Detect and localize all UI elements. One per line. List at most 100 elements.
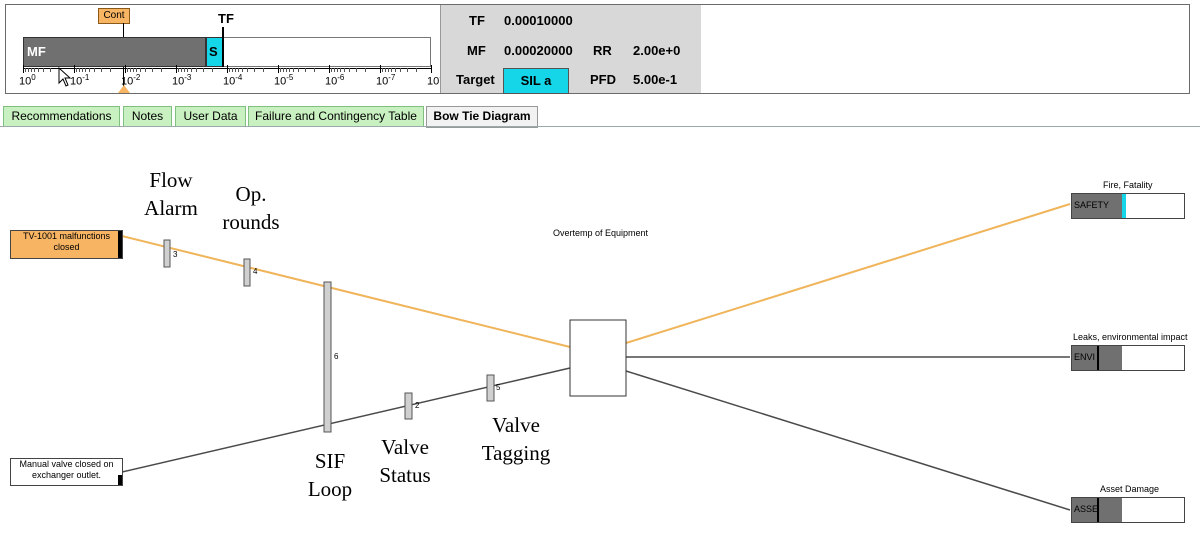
scale-minor-tick [160, 68, 162, 72]
scale-tick-label: 10-7 [376, 73, 396, 88]
rr-label: RR [593, 43, 612, 58]
scale-minor-tick [196, 68, 198, 72]
scale-minor-tick [129, 68, 131, 72]
scale-minor-tick [140, 68, 142, 72]
scale-minor-tick [183, 68, 185, 72]
barrier-5[interactable] [486, 374, 495, 402]
barrier-number: 4 [253, 267, 258, 276]
scale-minor-tick [340, 68, 342, 72]
scale-minor-tick [94, 68, 96, 72]
threat-path-2 [121, 367, 571, 473]
values-grid: TF 0.00010000 MF 0.00020000 RR 2.00e+0 T… [440, 5, 701, 94]
scale-major-tick [74, 65, 75, 73]
cause-box-manual-valve[interactable]: Manual valve closed on exchanger outlet. [10, 458, 123, 486]
scale-major-tick [380, 65, 381, 73]
consequence-box-asset[interactable]: ASSE [1071, 497, 1185, 523]
scale-tick-label: 10-4 [223, 73, 243, 88]
scale-minor-tick [43, 68, 45, 72]
tab-bow-tie-diagram[interactable]: Bow Tie Diagram [426, 106, 538, 128]
consequence-box-envi[interactable]: ENVI [1071, 345, 1185, 371]
tf-value: 0.00010000 [504, 13, 573, 28]
scale-minor-tick [293, 68, 295, 72]
scale-major-tick [23, 65, 24, 73]
consequence-label-envi: Leaks, environmental impact [1073, 332, 1188, 342]
barrier-number: 6 [334, 352, 339, 361]
target-label: Target [456, 72, 495, 87]
scale-minor-tick [25, 68, 27, 72]
threat-path-1 [121, 235, 571, 348]
annotation-line: Tagging [481, 441, 551, 465]
annotation-line: SIF [314, 449, 346, 473]
consequence-label-asset: Asset Damage [1100, 484, 1160, 494]
mf-bar-label: MF [27, 44, 46, 59]
barrier-3[interactable] [163, 239, 171, 268]
scale-minor-tick [253, 68, 255, 72]
annotation-line: Op. [235, 182, 267, 206]
bar-remainder [222, 37, 431, 67]
top-event-box[interactable] [569, 319, 627, 397]
scale-minor-tick [280, 68, 282, 72]
target-sil-field[interactable]: SIL a [503, 68, 569, 94]
scale-minor-tick [85, 68, 87, 72]
consequence-path-safety [625, 203, 1071, 344]
scale-minor-tick [34, 68, 36, 72]
scale-minor-tick [238, 68, 240, 72]
consequence-code: ASSE [1074, 504, 1099, 514]
scale-major-tick [278, 65, 279, 73]
scale-minor-tick [387, 68, 389, 72]
scale-minor-tick [100, 68, 102, 72]
barrier-number: 5 [496, 383, 501, 392]
scale-minor-tick [38, 68, 40, 72]
barrier-number: 2 [415, 401, 420, 410]
tab-notes[interactable]: Notes [123, 106, 172, 127]
pfd-value: 5.00e-1 [633, 72, 678, 87]
barrier-4[interactable] [243, 258, 251, 287]
scale-minor-tick [178, 68, 180, 72]
scale-minor-tick [136, 68, 138, 72]
scale-minor-tick [384, 68, 386, 72]
scale-minor-tick [242, 68, 244, 72]
scale-minor-tick [76, 68, 78, 72]
cause-box-tv1001[interactable]: TV-1001 malfunctions closed [10, 230, 123, 259]
consequence-code: ENVI [1074, 352, 1096, 362]
cause-endcap [118, 231, 122, 258]
scale-minor-tick [336, 68, 338, 72]
consequence-box-safety[interactable]: SAFETY [1071, 193, 1185, 219]
scale-major-tick [176, 65, 177, 73]
annotation-line: rounds [222, 210, 280, 234]
mf-bar: MF [23, 37, 206, 67]
barrier-6[interactable] [323, 281, 332, 433]
scale-minor-tick [151, 68, 153, 72]
tab-divider [0, 126, 1200, 127]
annotation-line: Alarm [144, 196, 198, 220]
cont-marker-handle[interactable] [118, 85, 130, 93]
barrier-number: 3 [173, 250, 178, 259]
scale-minor-tick [231, 68, 233, 72]
consequence-marker [1122, 194, 1126, 218]
scale-minor-tick [313, 68, 315, 72]
scale-minor-tick [304, 68, 306, 72]
consequence-fill: SAFETY [1072, 194, 1122, 218]
annotation-line: Loop [307, 477, 353, 501]
scale-minor-tick [89, 68, 91, 72]
scale-minor-tick [415, 68, 417, 72]
scale-minor-tick [344, 68, 346, 72]
scale-tick-label: 10-2 [121, 73, 141, 88]
scale-minor-tick [49, 68, 51, 72]
scale-minor-tick [180, 68, 182, 72]
annotation-line: Status [379, 463, 431, 487]
cont-marker-label[interactable]: Cont [98, 8, 130, 24]
annotation-line: Valve [492, 413, 540, 437]
scale-minor-tick [247, 68, 249, 72]
scale-tick-label: 10-5 [274, 73, 294, 88]
mf-value: 0.00020000 [504, 43, 573, 58]
top-event-label: Overtemp of Equipment [553, 228, 649, 238]
scale-minor-tick [364, 68, 366, 72]
barrier-2[interactable] [404, 392, 413, 420]
tf-marker-line [222, 27, 224, 67]
scale-minor-tick [382, 68, 384, 72]
scale-minor-tick [202, 68, 204, 72]
pfd-label: PFD [590, 72, 616, 87]
scale-minor-tick [400, 68, 402, 72]
